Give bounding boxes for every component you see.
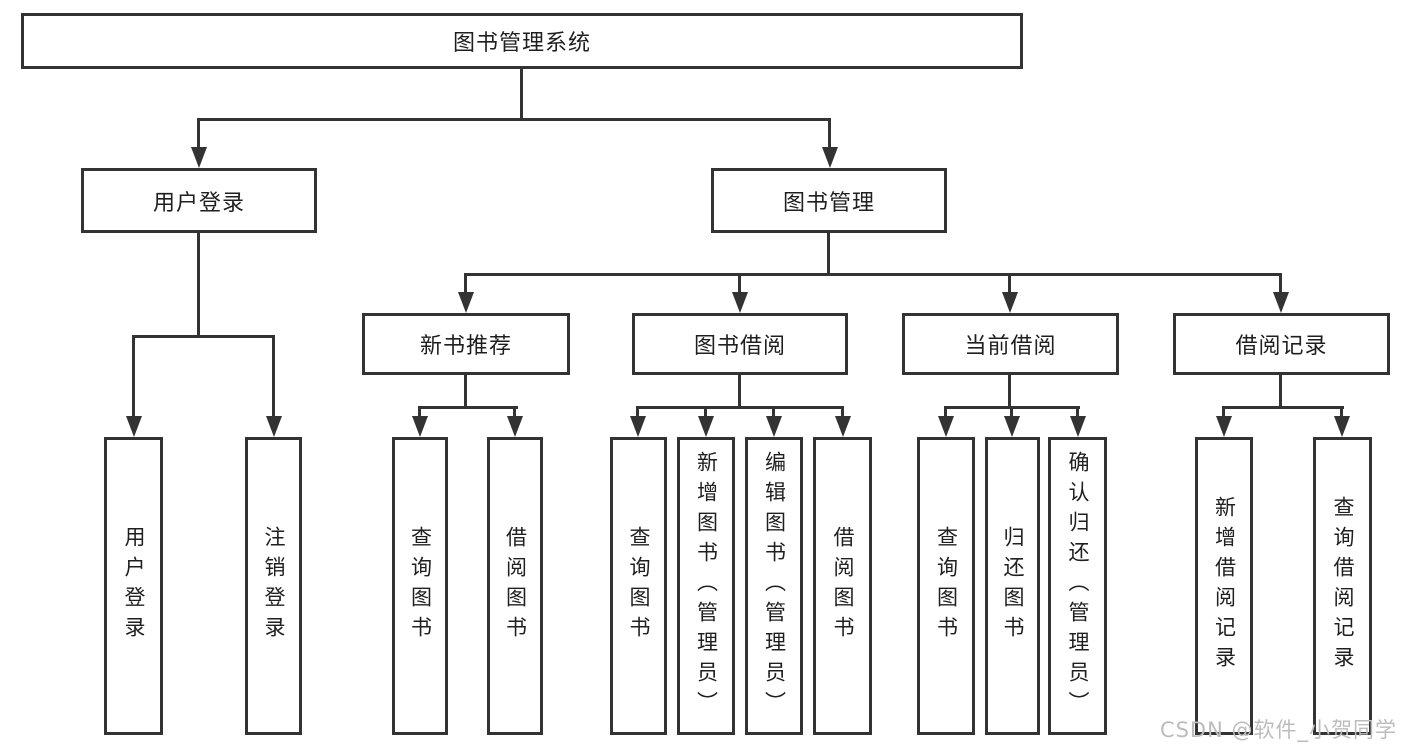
connector-hline	[464, 273, 1282, 276]
connector-hline	[197, 118, 831, 121]
connector-arrow-down	[704, 406, 707, 416]
connector-arrow-down	[1010, 406, 1013, 416]
leaf-label: 新增图书（管理员）	[694, 451, 719, 721]
connector-arrow-down	[841, 406, 844, 416]
connector-arrow-down	[1279, 273, 1282, 292]
connector-arrow-down	[272, 335, 275, 416]
node-user-login: 用户登录	[81, 168, 317, 233]
leaf-label: 确认归还（管理员）	[1066, 451, 1090, 721]
leaf-query-books-borrow: 查询图书	[610, 437, 667, 735]
connector-vline	[520, 69, 523, 118]
connector-arrow-down	[738, 273, 741, 292]
connector-hline	[1222, 406, 1344, 409]
node-library-system: 图书管理系统	[21, 13, 1023, 69]
leaf-label: 新增借阅记录	[1212, 496, 1237, 676]
leaf-label: 借阅图书	[831, 526, 855, 646]
connector-arrow-down	[1008, 273, 1011, 292]
connector-arrow-down	[1222, 406, 1225, 416]
leaf-add-book-admin: 新增图书（管理员）	[677, 437, 735, 735]
leaf-query-books-recommend: 查询图书	[392, 437, 448, 735]
leaf-label: 归还图书	[1001, 526, 1025, 646]
connector-arrow-down	[464, 273, 467, 292]
connector-arrow-down	[513, 406, 516, 416]
leaf-confirm-return-admin: 确认归还（管理员）	[1048, 437, 1107, 735]
leaf-label: 编辑图书（管理员）	[762, 451, 787, 721]
connector-hline	[636, 406, 844, 409]
leaf-borrow-books-recommend: 借阅图书	[487, 437, 543, 735]
leaf-add-borrow-record: 新增借阅记录	[1195, 437, 1253, 735]
node-book-management: 图书管理	[711, 168, 947, 233]
leaf-borrow-books: 借阅图书	[813, 437, 872, 735]
leaf-label: 查询图书	[934, 526, 959, 646]
leaf-return-book: 归还图书	[985, 437, 1040, 735]
leaf-label: 查询图书	[408, 526, 433, 646]
csdn-watermark: CSDN @软件_小贺同学	[1159, 718, 1397, 742]
leaf-label: 借阅图书	[503, 526, 528, 646]
connector-vline	[464, 375, 467, 406]
connector-arrow-down	[197, 118, 200, 147]
connector-arrow-down	[1340, 406, 1343, 416]
leaf-query-books-current: 查询图书	[917, 437, 975, 735]
connector-vline	[1279, 375, 1282, 406]
leaf-user-login: 用户登录	[104, 437, 163, 735]
connector-arrow-down	[132, 335, 135, 416]
node-book-borrow: 图书借阅	[632, 313, 848, 375]
leaf-label: 查询图书	[627, 526, 651, 646]
connector-arrow-down	[1076, 406, 1079, 416]
leaf-label: 查询借阅记录	[1331, 496, 1355, 676]
leaf-edit-book-admin: 编辑图书（管理员）	[745, 437, 803, 735]
node-new-book-recommend: 新书推荐	[362, 313, 570, 375]
connector-vline	[197, 233, 200, 335]
connector-vline	[1008, 375, 1011, 406]
connector-vline	[827, 233, 830, 273]
leaf-label: 注销登录	[262, 526, 286, 646]
connector-arrow-down	[418, 406, 421, 416]
connector-hline	[132, 335, 275, 338]
connector-arrow-down	[772, 406, 775, 416]
leaf-label: 用户登录	[122, 526, 146, 646]
leaf-logout: 注销登录	[245, 437, 302, 735]
node-current-borrow: 当前借阅	[902, 313, 1119, 375]
connector-arrow-down	[636, 406, 639, 416]
connector-vline	[738, 375, 741, 406]
leaf-query-borrow-record: 查询借阅记录	[1313, 437, 1372, 735]
connector-hline	[418, 406, 518, 409]
node-borrow-records: 借阅记录	[1173, 313, 1390, 375]
connector-arrow-down	[828, 118, 831, 147]
connector-arrow-down	[944, 406, 947, 416]
